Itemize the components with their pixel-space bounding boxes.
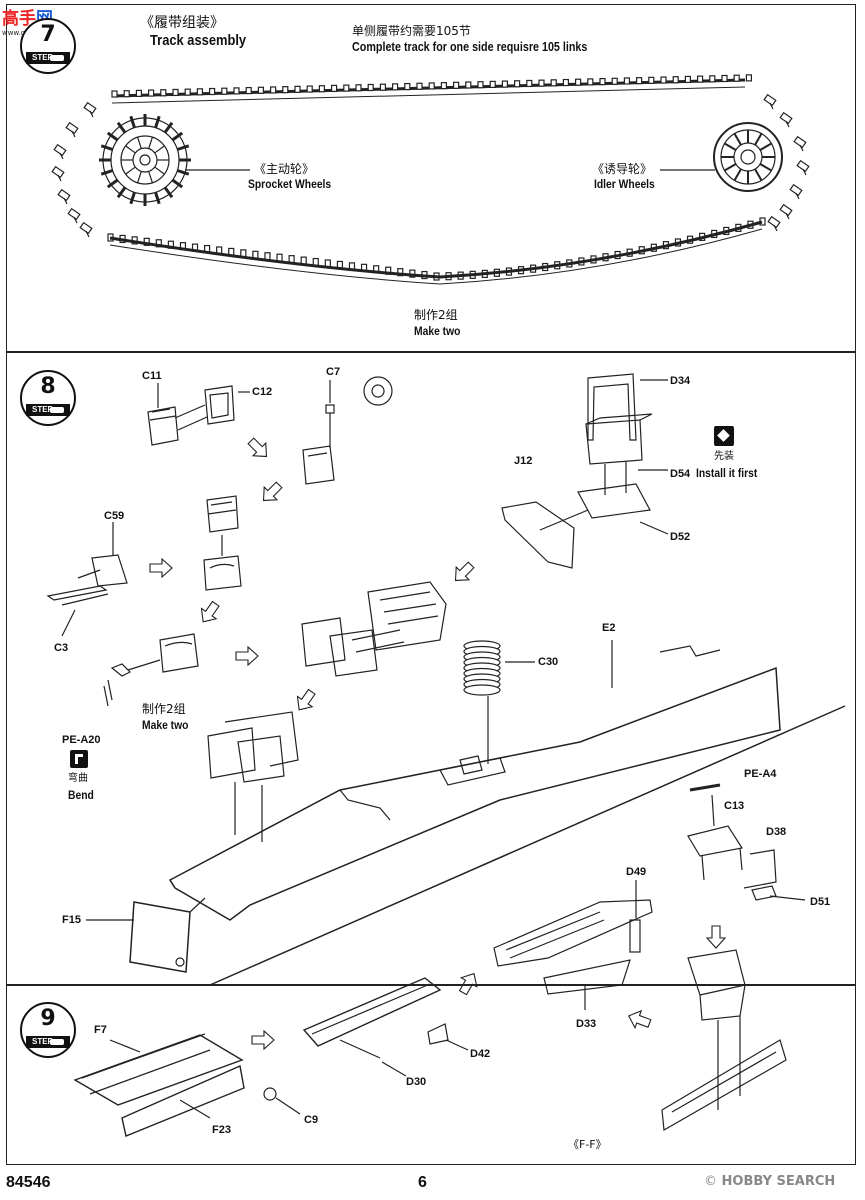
bend-label-en: Bend — [68, 788, 94, 802]
part-label-c30: C30 — [538, 656, 559, 668]
part-label-d54: D54 — [670, 468, 691, 480]
track-title-cn: 《履带组装》 — [140, 15, 224, 31]
part-label-d42: D42 — [470, 1048, 491, 1060]
part-label-f7: F7 — [94, 1024, 107, 1036]
part-label-c13: C13 — [724, 800, 745, 812]
install-first-cn: 先装 — [714, 451, 734, 462]
part-label-pe-a4: PE-A4 — [744, 768, 777, 780]
section-ff-label: 《F-F》 — [568, 1138, 607, 1151]
part-label-c59: C59 — [104, 510, 125, 522]
part-label-d52: D52 — [670, 531, 691, 543]
sprocket-label-en: Sprocket Wheels — [248, 177, 332, 191]
bend-icon — [70, 750, 88, 768]
step7-badge: 7 STEP — [20, 18, 76, 74]
kit-number: 84546 — [6, 1174, 51, 1191]
step-tag: STEP — [26, 404, 70, 416]
part-label-c9: C9 — [304, 1114, 319, 1126]
part-label-j12: J12 — [514, 455, 533, 467]
part-label-c11: C11 — [142, 370, 162, 382]
watermark-text-1: 高手 — [2, 9, 36, 29]
step9-badge: 9 STEP — [20, 1002, 76, 1058]
idler-label-cn: 《诱导轮》 — [592, 162, 653, 176]
tank-icon — [50, 407, 64, 413]
step-number: 7 — [40, 22, 56, 47]
make-two-cn: 制作2组 — [142, 702, 186, 716]
step9-panel — [6, 985, 856, 1165]
part-label-d34: D34 — [670, 375, 691, 387]
idler-wheel — [713, 122, 783, 192]
make-two-cn: 制作2组 — [414, 308, 458, 322]
install-first-icon — [714, 426, 734, 446]
part-label-c3: C3 — [54, 642, 69, 654]
step-tag: STEP — [26, 1036, 70, 1048]
part-label-d30: D30 — [406, 1076, 427, 1088]
sprocket-label-cn: 《主动轮》 — [254, 162, 315, 176]
part-label-d51: D51 — [810, 896, 831, 908]
step7-panel — [6, 4, 856, 352]
part-label-f23: F23 — [212, 1124, 231, 1136]
track-count-cn: 单侧履带约需要105节 — [352, 24, 471, 38]
step8-badge: 8 STEP — [20, 370, 76, 426]
brand-text: HOBBY SEARCH — [721, 1174, 836, 1189]
idler-label-en: Idler Wheels — [594, 177, 655, 191]
make-two-en: Make two — [142, 718, 189, 732]
step8-panel — [6, 352, 856, 985]
step-number: 8 — [40, 374, 56, 399]
tank-icon — [50, 1039, 64, 1045]
step-tag: STEP — [26, 52, 70, 64]
step9-drawing — [73, 977, 469, 1137]
part-label-f15: F15 — [62, 914, 81, 926]
track-assembly-drawing — [51, 74, 810, 285]
part-label-pe-a20: PE-A20 — [62, 734, 101, 746]
brand-watermark: © HOBBY SEARCH — [704, 1174, 835, 1189]
make-two-en: Make two — [414, 324, 461, 338]
install-first-en: Install it first — [696, 466, 758, 480]
step8-drawing — [46, 373, 806, 1131]
step-number: 9 — [40, 1006, 56, 1031]
part-label-d49: D49 — [626, 866, 647, 878]
page-number: 6 — [418, 1174, 427, 1191]
sprocket-wheel — [99, 114, 191, 206]
part-label-e2: E2 — [602, 622, 616, 634]
tank-icon — [50, 55, 64, 61]
part-label-d33: D33 — [576, 1018, 597, 1030]
bend-label-cn: 弯曲 — [68, 773, 88, 784]
part-label-c12: C12 — [252, 386, 273, 398]
track-title-en: Track assembly — [150, 32, 247, 49]
copyright-icon: © — [704, 1174, 717, 1189]
part-label-c7: C7 — [326, 366, 341, 378]
track-count-en: Complete track for one side requisre 105… — [352, 40, 588, 54]
part-label-d38: D38 — [766, 826, 787, 838]
